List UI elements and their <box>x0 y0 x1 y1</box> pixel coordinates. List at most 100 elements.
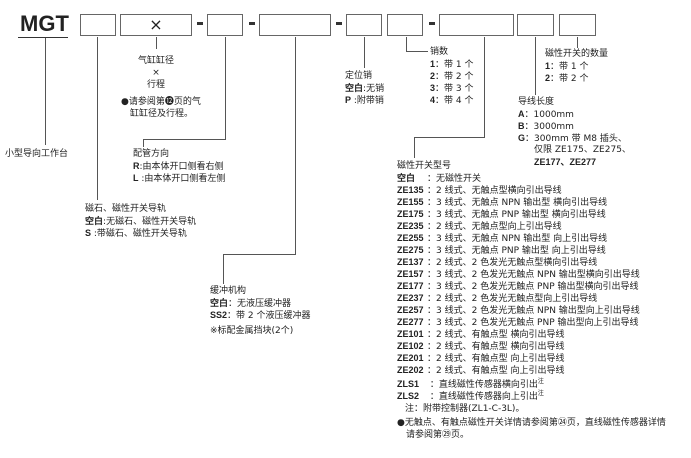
option-code: ZE277 <box>397 317 424 327</box>
option-separator: ： <box>427 342 437 352</box>
option-desc: 带 4 个 <box>444 96 474 106</box>
code-box-magnet-rail <box>80 14 116 36</box>
option-desc: 带 2 个 <box>559 74 589 84</box>
footnote-mark: 注 <box>537 378 544 385</box>
option-separator: : <box>351 96 357 106</box>
option-separator: ： <box>227 311 237 321</box>
option-item: SS2：带 2 个液压缓冲器 <box>210 309 310 321</box>
option-code: 空白 <box>85 216 104 226</box>
model-underline <box>18 37 68 38</box>
option-desc: 带磁石、磁性开关导轨 <box>96 229 187 239</box>
option-item: ZE277：3 线式、2 色发光无触点 PNP 输出型向上引出导线 <box>397 316 640 328</box>
bore-stroke-note: ●请参阅第⓬页的气缸缸径及行程。 <box>121 97 201 119</box>
option-code: ZE101 <box>397 329 424 339</box>
option-item: ZE275：3 线式、无触点 PNP 输出型 向上引出导线 <box>397 244 640 256</box>
option-code: 3 <box>430 83 436 93</box>
option-code: ZE175 <box>397 209 424 219</box>
option-code: ZE177 <box>397 281 424 291</box>
option-item: 3：带 3 个 <box>430 82 473 94</box>
option-separator: : <box>91 229 97 239</box>
option-item: ZE155：3 线式、无触点 NPN 输出型 横向引出导线 <box>397 196 640 208</box>
option-item: ZE255：3 线式、无触点 NPN 输出型 向上引出导线 <box>397 232 640 244</box>
option-separator: ： <box>427 330 437 340</box>
option-code: B <box>518 121 525 131</box>
option-desc: 由本体开口侧看右侧 <box>142 162 224 172</box>
option-separator: ： <box>228 299 238 309</box>
option-code: ZE137 <box>397 257 424 267</box>
option-code: 空白 <box>345 83 364 93</box>
option-item: S :带磁石、磁性开关导轨 <box>85 227 196 239</box>
option-separator: ： <box>524 110 534 120</box>
code-box-locating-pin <box>346 14 382 36</box>
option-desc: 附带销 <box>356 96 384 106</box>
option-separator: ： <box>427 234 437 244</box>
option-code: 2 <box>545 73 551 83</box>
code-box-buffer <box>259 14 331 36</box>
option-desc: 2 线式、有触点型 横向引出导线 <box>436 330 565 340</box>
option-separator: ： <box>427 246 437 256</box>
option-separator: ： <box>427 294 437 304</box>
option-group-title: 配管方向 <box>133 149 170 159</box>
option-code: 1 <box>545 61 551 71</box>
option-code: ZE135 <box>397 185 424 195</box>
footnote-mark: 注 <box>537 390 544 397</box>
option-code: ZE201 <box>397 353 424 363</box>
option-code: 2 <box>430 71 436 81</box>
option-desc: 无液压缓冲器 <box>237 299 292 309</box>
option-item: 空白：无磁性开关 <box>397 172 640 184</box>
option-desc: 带 1 个 <box>559 62 589 72</box>
switch-note: 注：附带控制器(ZL1-C-3L)。 <box>405 404 525 414</box>
bore-stroke-label: 气缸缸径×行程 <box>137 56 174 90</box>
option-desc: 直线磁性传感器横向引出 <box>438 380 538 390</box>
option-item: ZE135：2 线式、无触点型横向引出导线 <box>397 184 640 196</box>
option-separator: ： <box>435 84 445 94</box>
option-separator: ： <box>427 366 437 376</box>
option-code: P <box>345 95 352 105</box>
option-code: S <box>85 228 92 238</box>
option-separator: ： <box>427 270 437 280</box>
option-code: G <box>518 133 526 143</box>
option-separator: ： <box>427 186 437 196</box>
option-desc: 带 2 个 <box>444 72 474 82</box>
option-item: ZE175：3 线式、无触点 PNP 输出型 横向引出导线 <box>397 208 640 220</box>
dash <box>249 22 255 25</box>
switch-reference-note: ●无触点、有触点磁性开关详情请参阅第㉔页，直线磁性传感器详情请参阅第㉙页。 <box>397 418 666 440</box>
option-code: ZE157 <box>397 269 424 279</box>
option-item: ZE177：3 线式、2 色发光无触点 PNP 输出型横向引出导线 <box>397 280 640 292</box>
option-separator: ： <box>427 174 437 184</box>
option-desc: 带 1 个 <box>444 60 474 70</box>
option-code: ZE202 <box>397 365 424 375</box>
option-item: ZLS2 ：直线磁性传感器向上引出注 <box>397 388 640 402</box>
option-item: ZE237：2 线式、2 色发光无触点型向上引出导线 <box>397 292 640 304</box>
option-desc: 带 2 个液压缓冲器 <box>236 311 311 321</box>
option-desc: 2 线式、有触点型 横向引出导线 <box>436 342 565 352</box>
option-separator: ： <box>427 380 439 390</box>
option-desc: 2 线式、2 色发光无触点型向上引出导线 <box>436 294 598 304</box>
option-item: ZE102：2 线式、有触点型 横向引出导线 <box>397 340 640 352</box>
option-code: 4 <box>430 95 436 105</box>
option-item: B：3000mm <box>518 120 627 132</box>
option-desc: 2 线式、无触点型向上引出导线 <box>436 222 562 232</box>
option-item: ZE257：3 线式、2 色发光无触点 NPN 输出型向上引出导线 <box>397 304 640 316</box>
option-desc: 3 线式、无触点 NPN 输出型 横向引出导线 <box>436 198 608 208</box>
option-group-title: 销数 <box>430 47 449 57</box>
dash <box>197 22 203 25</box>
option-item: L :由本体开口侧看左侧 <box>133 172 225 184</box>
option-item: G：300mm 带 M8 插头、 <box>518 132 627 144</box>
option-separator: ： <box>427 392 439 402</box>
option-desc: 3000mm <box>533 122 574 132</box>
dash <box>429 22 435 25</box>
option-item: 2：带 2 个 <box>430 70 473 82</box>
option-code: ZE235 <box>397 221 424 231</box>
option-item: 1：带 1 个 <box>430 58 473 70</box>
option-code: SS2 <box>210 310 228 320</box>
option-separator: ： <box>524 122 534 132</box>
option-group-title: 磁性开关的数量 <box>545 49 609 59</box>
option-code: 1 <box>430 59 436 69</box>
option-desc: 3 线式、2 色发光无触点 NPN 输出型横向引出导线 <box>436 270 640 280</box>
option-code: ZE257 <box>397 305 424 315</box>
